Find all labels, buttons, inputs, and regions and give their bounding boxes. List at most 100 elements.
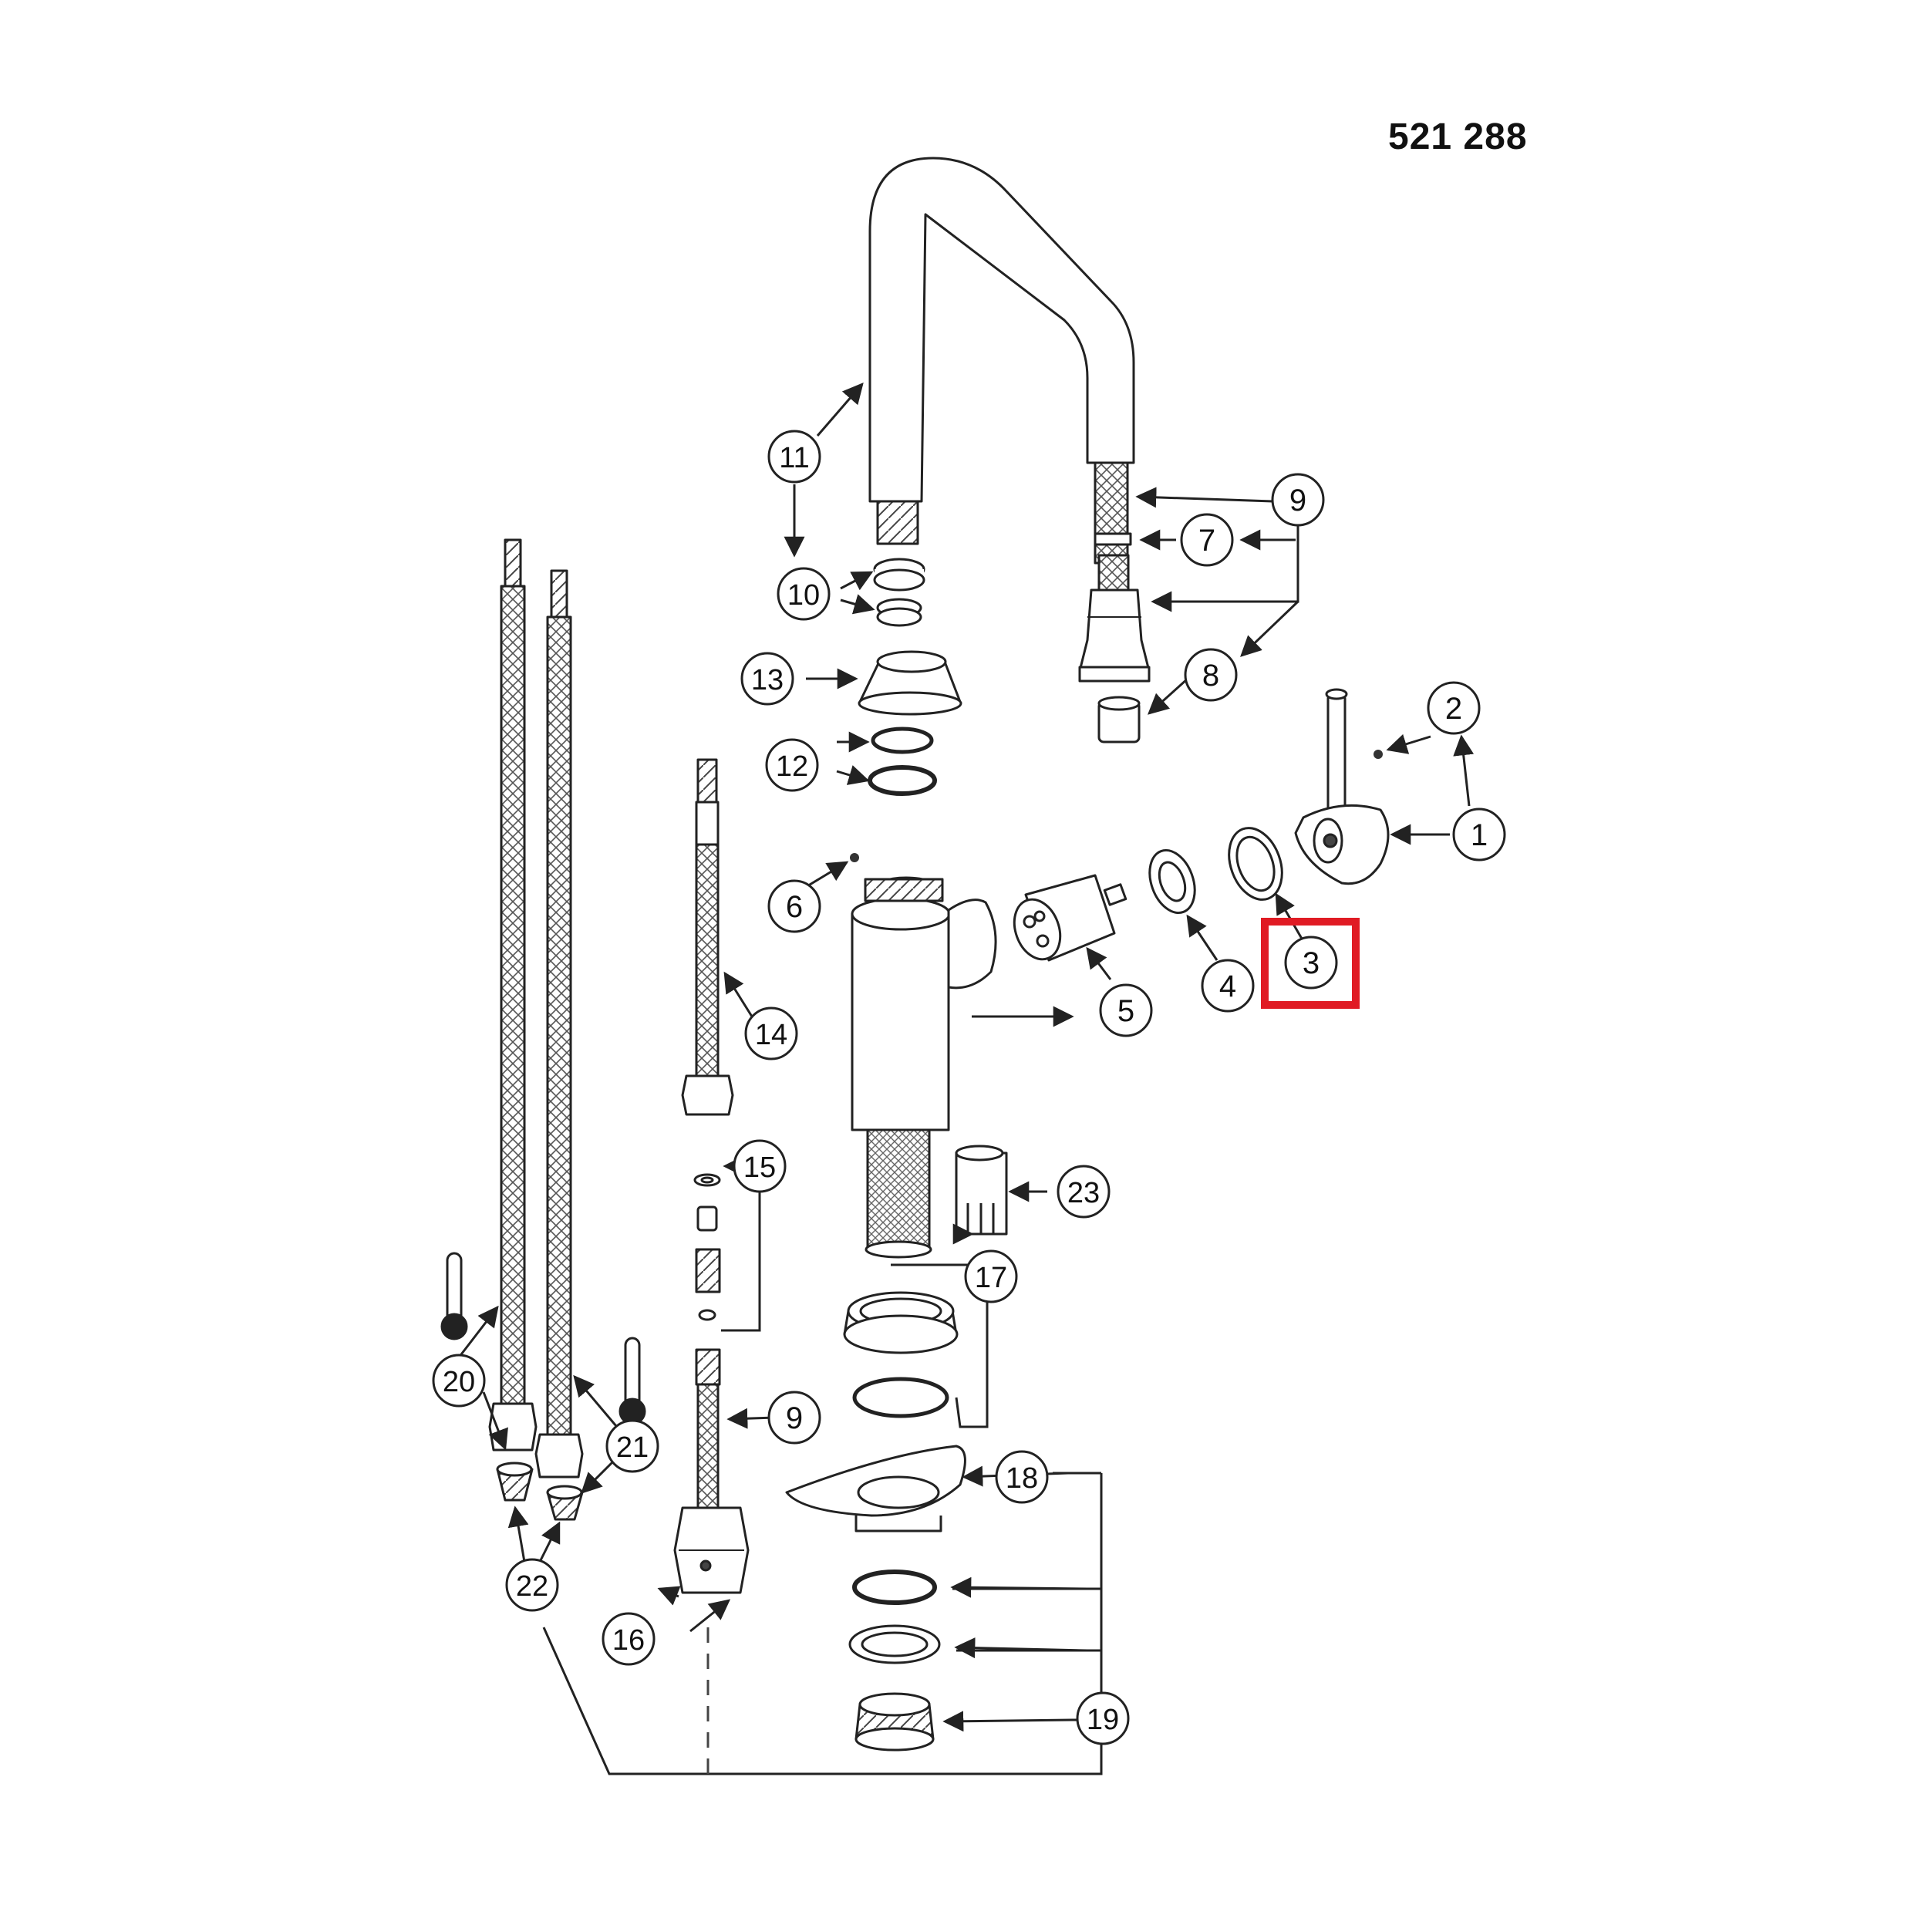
callout-circle — [505, 1558, 559, 1612]
callout-circle — [1099, 983, 1153, 1037]
callout-circle — [767, 879, 821, 933]
callout-label: 2 — [1445, 692, 1462, 726]
callout-6: 6 — [767, 879, 821, 933]
callout-9: 9 — [767, 1391, 821, 1445]
oring-12b — [868, 765, 937, 796]
hose-14-nut — [681, 1074, 734, 1116]
supply-hose-21 — [546, 615, 572, 1436]
callout-23: 23 — [1057, 1165, 1111, 1219]
callout-label: 22 — [516, 1570, 548, 1603]
callout-circle — [765, 738, 819, 792]
highlight-box — [1261, 918, 1360, 1009]
callout-label: 21 — [616, 1431, 649, 1464]
callout-circle — [1284, 936, 1338, 990]
callout-14: 14 — [744, 1006, 798, 1060]
hose-ring-7 — [1094, 532, 1132, 546]
callout-8: 8 — [1184, 648, 1238, 702]
washer-15b — [698, 1309, 716, 1321]
spout-hose — [1094, 461, 1129, 565]
handle-lever — [1326, 693, 1347, 819]
callout-circle — [740, 652, 794, 706]
callout-label: 13 — [751, 664, 784, 696]
callout-circle — [733, 1139, 787, 1193]
oring-12a — [871, 727, 934, 754]
callout-circle — [995, 1450, 1049, 1504]
callout-21: 21 — [605, 1419, 659, 1473]
callout-10: 10 — [777, 567, 831, 621]
callout-19: 19 — [1076, 1691, 1130, 1745]
callout-circle — [1076, 1691, 1130, 1745]
faucet-body — [851, 912, 950, 1131]
callout-label: 10 — [787, 579, 820, 612]
supply-hose-20 — [500, 585, 526, 1405]
cold-indicator-icon — [440, 1252, 468, 1340]
callout-label: 19 — [1087, 1704, 1119, 1736]
callout-16: 16 — [602, 1612, 656, 1666]
callout-20: 20 — [432, 1354, 486, 1408]
callout-3: 3 — [1284, 936, 1338, 990]
part-number: 521 288 — [1388, 116, 1528, 157]
hot-indicator-icon — [619, 1337, 646, 1425]
callout-12: 12 — [765, 738, 819, 792]
callout-label: 3 — [1303, 946, 1320, 980]
callout-circle — [777, 567, 831, 621]
callout-circle — [602, 1612, 656, 1666]
hose-9-lower-end — [695, 1348, 721, 1386]
callout-label: 6 — [786, 890, 803, 924]
callout-circle — [767, 430, 821, 484]
callout-label: 15 — [743, 1151, 776, 1184]
callout-label: 7 — [1198, 524, 1215, 558]
hose-9-lower — [696, 1383, 720, 1509]
callout-label: 9 — [1289, 484, 1306, 518]
supply-hose-21-tip — [550, 569, 568, 619]
callout-circle — [1057, 1165, 1111, 1219]
callout-label: 14 — [755, 1019, 787, 1051]
callout-label: 11 — [779, 442, 809, 474]
callout-circle — [1184, 648, 1238, 702]
spout-part — [868, 157, 1135, 503]
callout-label: 1 — [1471, 818, 1488, 852]
callout-label: 9 — [786, 1401, 803, 1435]
callout-circle — [1427, 681, 1481, 735]
callout-2: 2 — [1427, 681, 1481, 735]
callout-circle — [767, 1391, 821, 1445]
callout-15: 15 — [733, 1139, 787, 1193]
callout-13: 13 — [740, 652, 794, 706]
callout-circle — [1201, 959, 1255, 1013]
callout-label: 17 — [975, 1262, 1007, 1294]
spout-nipple — [876, 500, 919, 545]
spray-head-8 — [1078, 588, 1151, 673]
callout-label: 20 — [443, 1366, 475, 1398]
callout-circle — [744, 1006, 798, 1060]
callout-9: 9 — [1271, 473, 1325, 527]
callout-label: 16 — [612, 1624, 645, 1657]
callout-label: 23 — [1067, 1177, 1100, 1209]
callout-7: 7 — [1180, 513, 1234, 567]
callout-circle — [1452, 808, 1506, 861]
fitting-15 — [695, 1248, 721, 1293]
callout-18: 18 — [995, 1450, 1049, 1504]
callout-1: 1 — [1452, 808, 1506, 861]
callout-5: 5 — [1099, 983, 1153, 1037]
callout-circle — [964, 1249, 1018, 1303]
callout-circle — [1271, 473, 1325, 527]
callout-circle — [432, 1354, 486, 1408]
callout-label: 8 — [1202, 659, 1219, 693]
callout-label: 4 — [1219, 969, 1236, 1003]
hose-14-thread — [696, 758, 718, 804]
callout-circle — [1180, 513, 1234, 567]
oring-17 — [852, 1377, 949, 1418]
callout-circle — [605, 1419, 659, 1473]
supply-hose-20-tip — [504, 538, 522, 588]
ring-19a — [852, 1570, 937, 1605]
screw-6 — [850, 853, 859, 862]
callout-label: 12 — [776, 750, 808, 783]
callout-4: 4 — [1201, 959, 1255, 1013]
supply-hose-21-nut — [534, 1433, 584, 1479]
leader-lines — [723, 382, 1475, 1202]
body-mesh — [866, 1128, 931, 1251]
insert-15 — [696, 1205, 718, 1232]
set-screw-2 — [1374, 750, 1383, 759]
